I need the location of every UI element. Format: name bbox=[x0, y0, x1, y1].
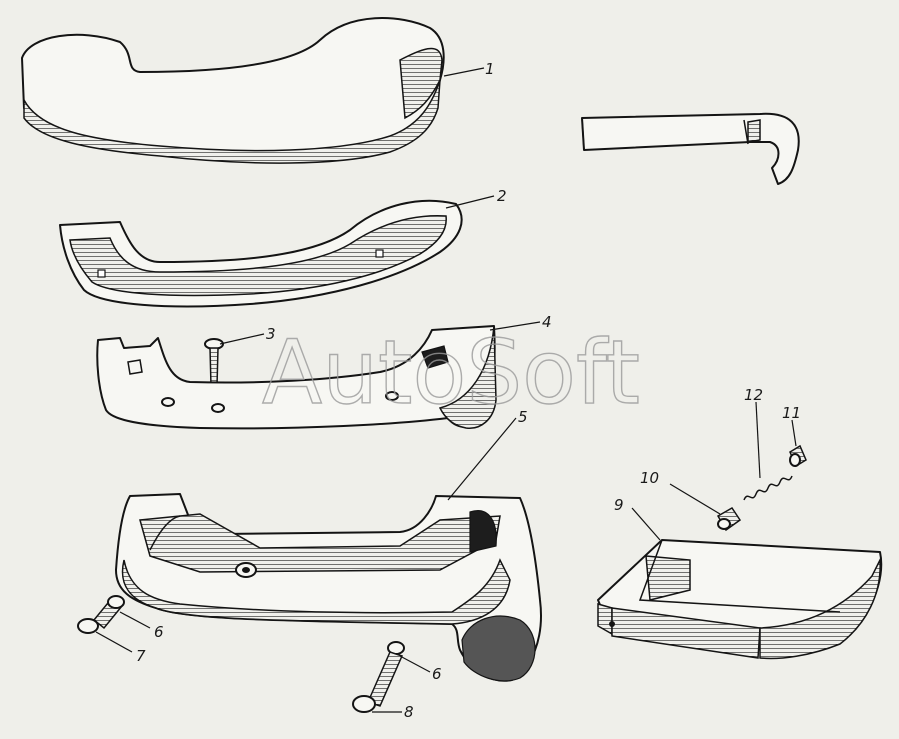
callout-3: 3 bbox=[266, 325, 276, 343]
callout-10: 10 bbox=[640, 469, 659, 487]
bracket-detail bbox=[581, 112, 800, 185]
callout-9: 9 bbox=[614, 496, 624, 514]
callout-6-left: 6 bbox=[154, 623, 164, 641]
callout-4: 4 bbox=[542, 313, 552, 331]
part-4-mounting-plate bbox=[96, 325, 497, 430]
callout-1: 1 bbox=[485, 60, 495, 78]
part-3-screw bbox=[204, 338, 224, 387]
callout-11: 11 bbox=[782, 404, 801, 422]
callout-6-bottom: 6 bbox=[432, 665, 442, 683]
leader-lines bbox=[95, 67, 797, 713]
part-6-7-bolt-left bbox=[77, 595, 125, 634]
part-2-base-plate bbox=[59, 199, 463, 308]
callout-2: 2 bbox=[497, 187, 507, 205]
part-5-housing bbox=[115, 493, 542, 682]
part-12-spring bbox=[743, 475, 793, 501]
callout-12: 12 bbox=[744, 386, 763, 404]
part-9-frame bbox=[597, 539, 883, 660]
watermark-text: AutoSoft bbox=[262, 321, 640, 424]
callout-5: 5 bbox=[518, 408, 528, 426]
part-6-8-bolt-bottom bbox=[352, 641, 405, 713]
part-1-cushion bbox=[21, 17, 445, 164]
part-10-plug bbox=[716, 507, 742, 532]
callout-labels: 1 2 3 4 5 6 7 6 8 9 10 11 12 bbox=[136, 60, 801, 721]
callout-8: 8 bbox=[404, 703, 414, 721]
callout-7: 7 bbox=[136, 647, 146, 665]
part-11-cap bbox=[789, 444, 807, 468]
